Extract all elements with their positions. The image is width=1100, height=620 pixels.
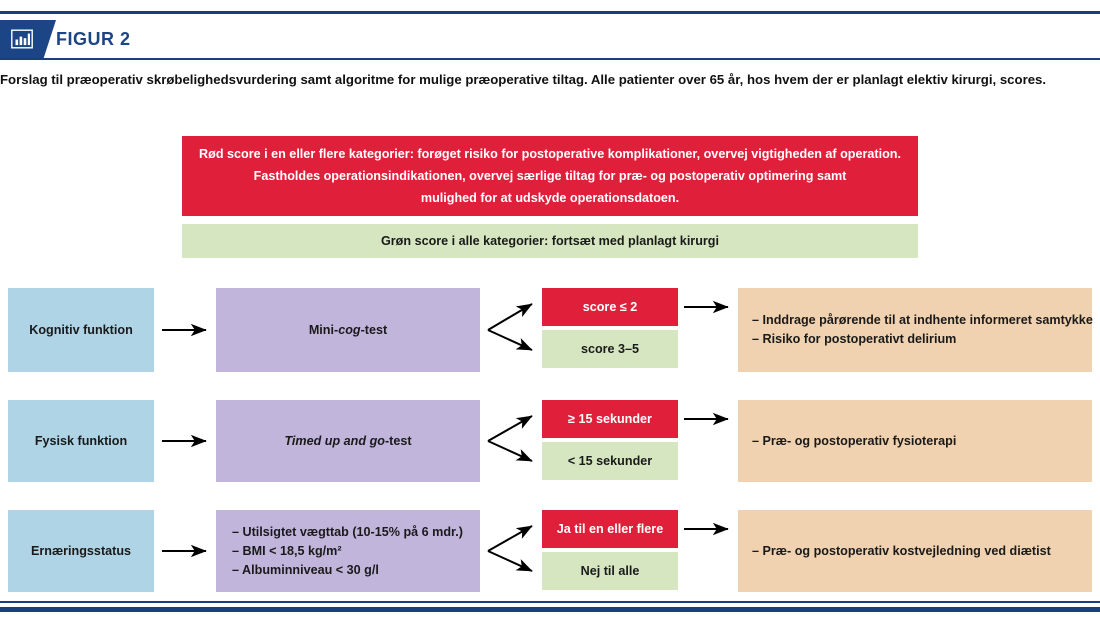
flow-row-physical: Fysisk funktion Timed up and go-test ≥ 1… (0, 400, 1100, 482)
result-green-physical: < 15 sekunder (542, 442, 678, 480)
result-red-cognitive: score ≤ 2 (542, 288, 678, 326)
criteria-line: – Utilsigtet vægttab (10-15% på 6 mdr.) (232, 524, 463, 539)
criteria-line: – BMI < 18,5 kg/m² (232, 543, 342, 558)
test-suffix: -test (384, 434, 412, 448)
test-box-nutrition-criteria: – Utilsigtet vægttab (10-15% på 6 mdr.) … (216, 510, 480, 592)
bar-chart-icon (0, 20, 56, 58)
criteria-line: – Albuminniveau < 30 g/l (232, 562, 379, 577)
test-box-timed-up-and-go: Timed up and go-test (216, 400, 480, 482)
top-rule (0, 11, 1100, 14)
outcome-line: – Risiko for postoperativt delirium (752, 332, 957, 346)
footer-rule-thick (0, 607, 1100, 612)
outcome-box-cognitive: – Inddrage pårørende til at indhente inf… (738, 288, 1093, 372)
figure-label: FIGUR 2 (56, 29, 131, 49)
test-suffix: -test (360, 323, 388, 337)
test-italic: cog (338, 323, 361, 337)
test-box-minicog: Mini-cog-test (216, 288, 480, 372)
footer-rule-thin (0, 601, 1100, 603)
green-score-banner: Grøn score i alle kategorier: fortsæt me… (182, 224, 918, 258)
result-red-physical: ≥ 15 sekunder (542, 400, 678, 438)
result-green-cognitive: score 3–5 (542, 330, 678, 368)
figure-caption: Forslag til præoperativ skrøbelighedsvur… (0, 72, 1047, 87)
red-banner-line-3: mulighed for at udskyde operationsdatoen… (420, 191, 680, 205)
result-green-nutrition: Nej til alle (542, 552, 678, 590)
test-prefix: Mini- (308, 323, 339, 337)
flow-row-cognitive: Kognitiv funktion Mini-cog-test score ≤ … (0, 288, 1100, 372)
category-box-physical: Fysisk funktion (8, 400, 154, 482)
result-red-nutrition: Ja til en eller flere (542, 510, 678, 548)
category-box-cognitive: Kognitiv funktion (8, 288, 154, 372)
category-box-nutrition: Ernæringsstatus (8, 510, 154, 592)
red-banner-line-2: Fastholdes operationsindikationen, overv… (253, 169, 847, 183)
figure-header: FIGUR 2 (0, 20, 1100, 58)
outcome-line: – Inddrage pårørende til at indhente inf… (752, 313, 1093, 327)
outcome-line: – Præ- og postoperativ fysioterapi (752, 433, 957, 448)
outcome-box-physical: – Præ- og postoperativ fysioterapi (738, 400, 1092, 482)
header-rule (0, 58, 1100, 60)
flow-row-nutrition: Ernæringsstatus – Utilsigtet vægttab (10… (0, 510, 1100, 592)
outcome-box-nutrition: – Præ- og postoperativ kostvejledning ve… (738, 510, 1092, 592)
red-score-banner: Rød score i en eller flere kategorier: f… (182, 136, 918, 216)
outcome-line: – Præ- og postoperativ kostvejledning ve… (752, 543, 1051, 558)
test-italic: Timed up and go (284, 434, 385, 448)
red-banner-line-1: Rød score i en eller flere kategorier: f… (199, 147, 901, 161)
